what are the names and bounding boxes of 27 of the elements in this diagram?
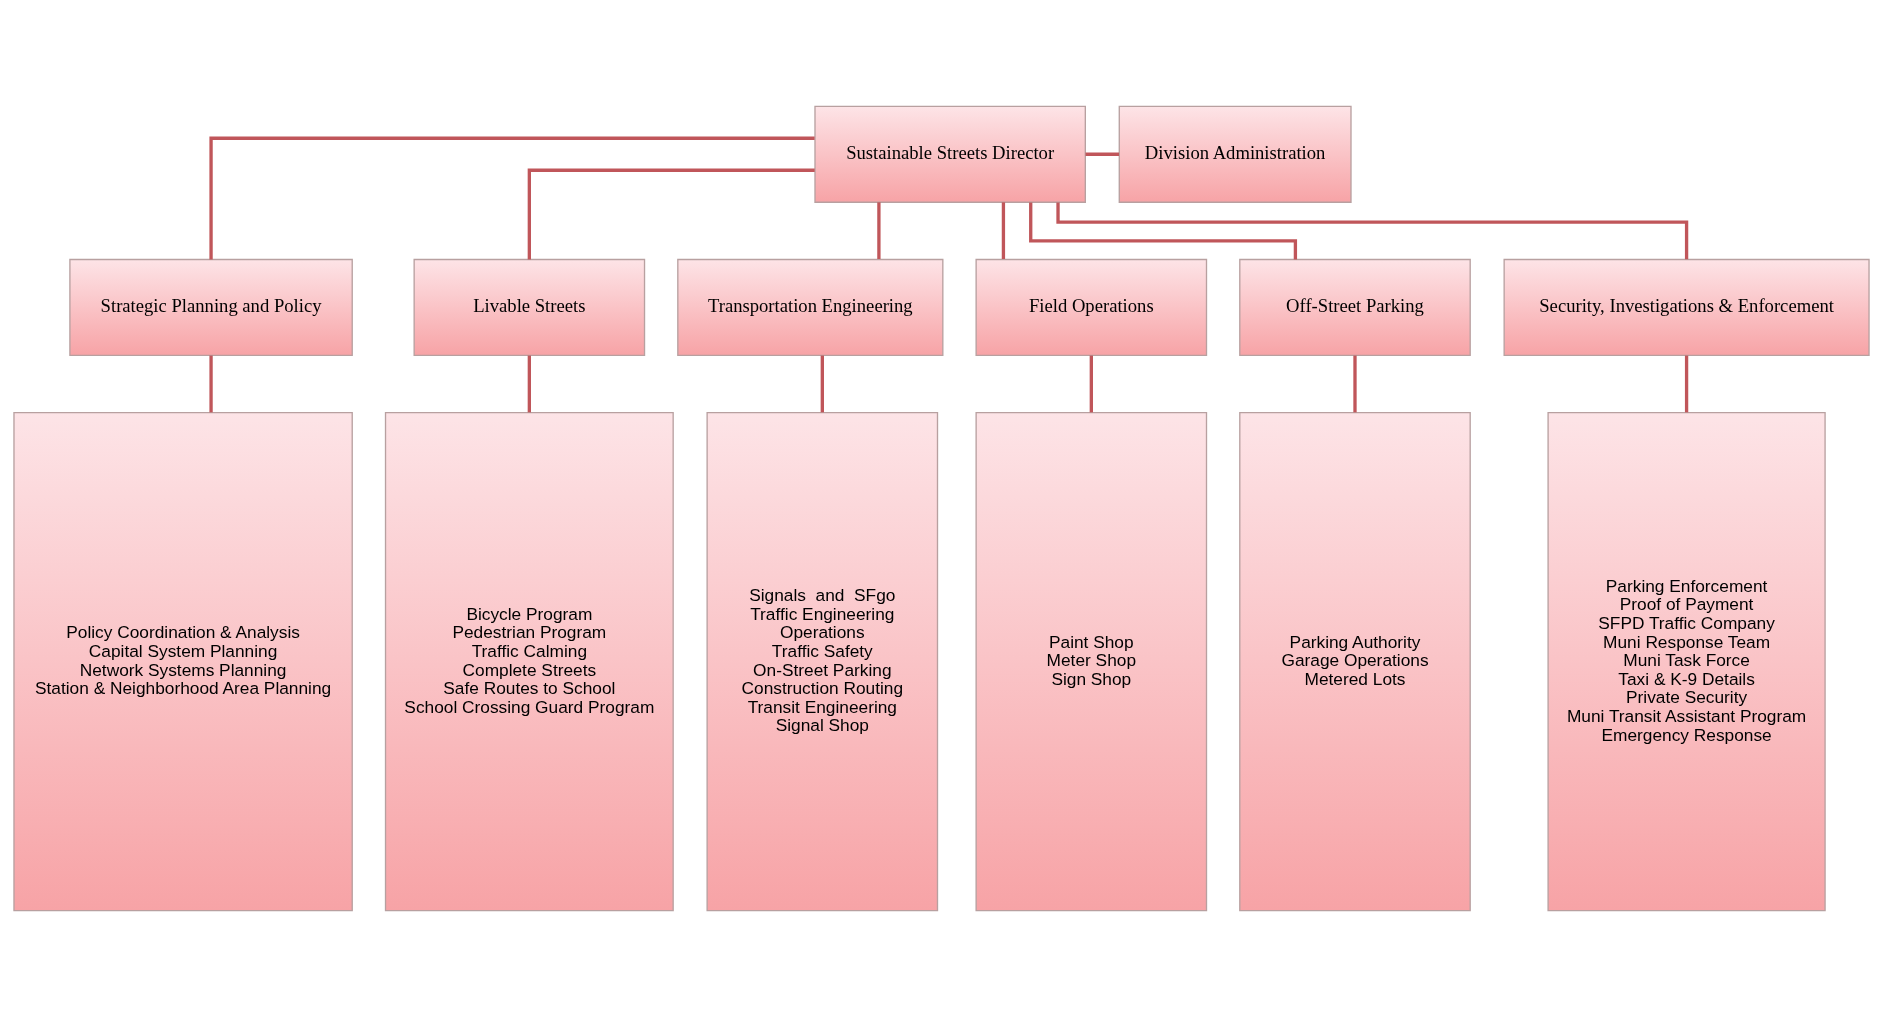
node-box: Signals and SFgo Traffic Engineering Operations Traffic Safety On-Street Parking Construction Routing Transit Engineering Signal Shop — [706, 411, 939, 912]
node-box: Transportation Engineering — [677, 258, 944, 356]
connector — [1001, 202, 1006, 259]
node-box: Sustainable Streets Director — [814, 105, 1086, 203]
node-box: Security, Investigations & Enforcement — [1503, 258, 1870, 356]
node-box: Off-Street Parking — [1239, 258, 1471, 356]
node-box: Strategic Planning and Policy — [69, 258, 353, 356]
connector — [209, 355, 213, 413]
connector — [1029, 202, 1298, 260]
connector — [820, 355, 824, 413]
node-box: Paint Shop Meter Shop Sign Shop — [975, 411, 1208, 912]
connector — [1089, 355, 1093, 413]
connector — [1684, 355, 1689, 413]
node-box: Field Operations — [975, 258, 1208, 356]
connector — [527, 355, 531, 413]
connector — [1056, 202, 1689, 260]
connector — [1353, 355, 1357, 413]
node-box: Livable Streets — [413, 258, 646, 356]
node-box: Division Administration — [1118, 105, 1352, 203]
node-box: Parking Enforcement Proof of Payment SFPD Traffic Company Muni Response Team Muni Task Force Taxi & K-9 Details Private Security Muni Transit Assistant Program Emergency Response — [1547, 411, 1826, 912]
connector — [527, 168, 815, 260]
node-box: Bicycle Program Pedestrian Program Traffic Calming Complete Streets Safe Routes to School School Crossing Guard Program — [384, 411, 674, 912]
connector — [877, 202, 881, 259]
node-box: Parking Authority Garage Operations Metered Lots — [1239, 411, 1471, 912]
connector — [1085, 152, 1120, 156]
connector — [209, 136, 815, 260]
node-box: Policy Coordination & Analysis Capital System Planning Network Systems Planning Station & Neighborhood Area Planning — [13, 411, 353, 912]
